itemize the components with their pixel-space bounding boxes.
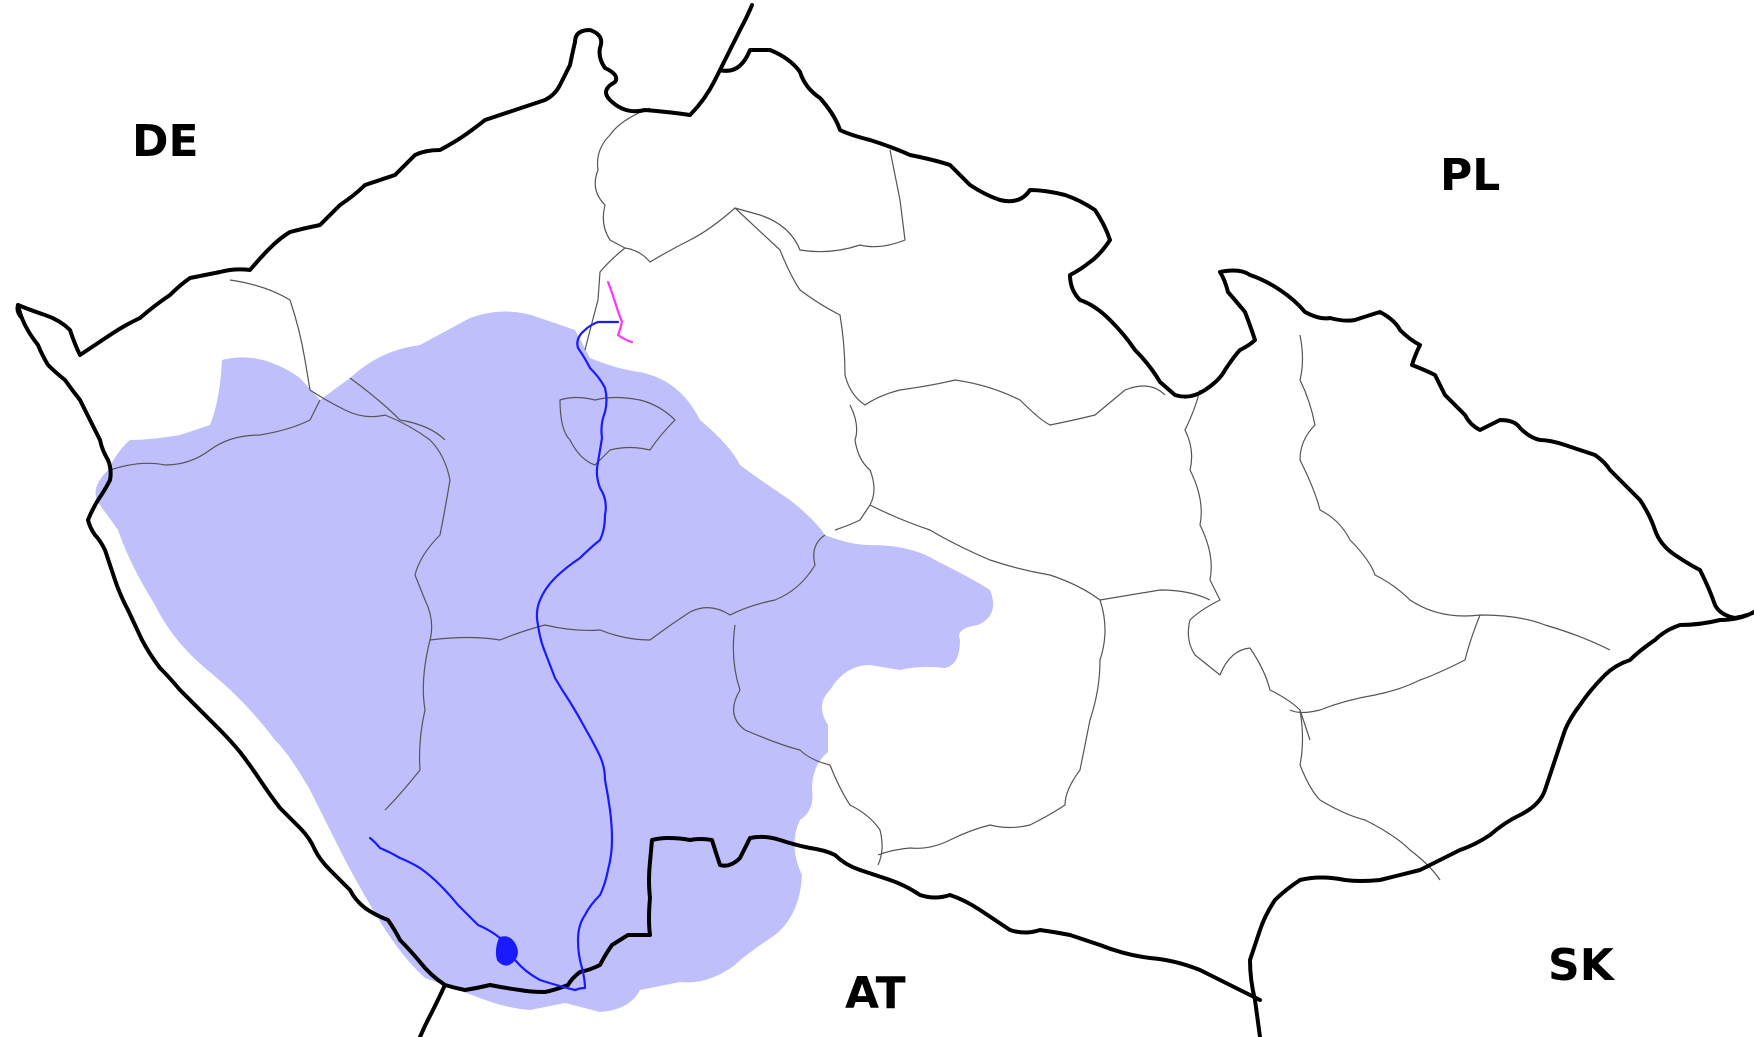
region-border xyxy=(109,399,321,471)
river-basin-area xyxy=(95,311,994,1012)
region-border xyxy=(309,389,451,641)
label-de: DE xyxy=(132,116,199,167)
region-border xyxy=(1289,614,1481,714)
region-border xyxy=(834,404,875,531)
national-border xyxy=(15,303,447,987)
region-border xyxy=(384,639,431,811)
region-border xyxy=(734,207,1166,426)
region-border xyxy=(877,599,1106,856)
region-border xyxy=(1299,709,1441,881)
region-border xyxy=(229,279,311,391)
region-border xyxy=(594,107,906,263)
reservoir xyxy=(495,936,518,966)
tributary-river xyxy=(368,836,577,992)
region-border xyxy=(429,534,826,641)
region-border xyxy=(829,764,883,866)
national-border xyxy=(16,40,577,357)
river-segment-highlight xyxy=(606,280,634,344)
label-at: AT xyxy=(845,968,906,1019)
national-border xyxy=(443,834,1262,1002)
foreign-border-de-at xyxy=(418,983,447,1037)
regional-borders xyxy=(109,107,1611,881)
region-border xyxy=(869,504,1211,601)
main-river xyxy=(535,320,620,992)
region-border xyxy=(584,247,626,351)
label-pl: PL xyxy=(1440,150,1500,201)
region-border xyxy=(732,624,831,766)
foreign-border-de-pl xyxy=(718,3,754,72)
label-sk: SK xyxy=(1548,940,1616,991)
region-border xyxy=(1184,389,1311,741)
region-border xyxy=(1299,334,1611,651)
region-border xyxy=(559,396,676,466)
region-border xyxy=(349,377,446,441)
national-border xyxy=(573,28,1754,1037)
